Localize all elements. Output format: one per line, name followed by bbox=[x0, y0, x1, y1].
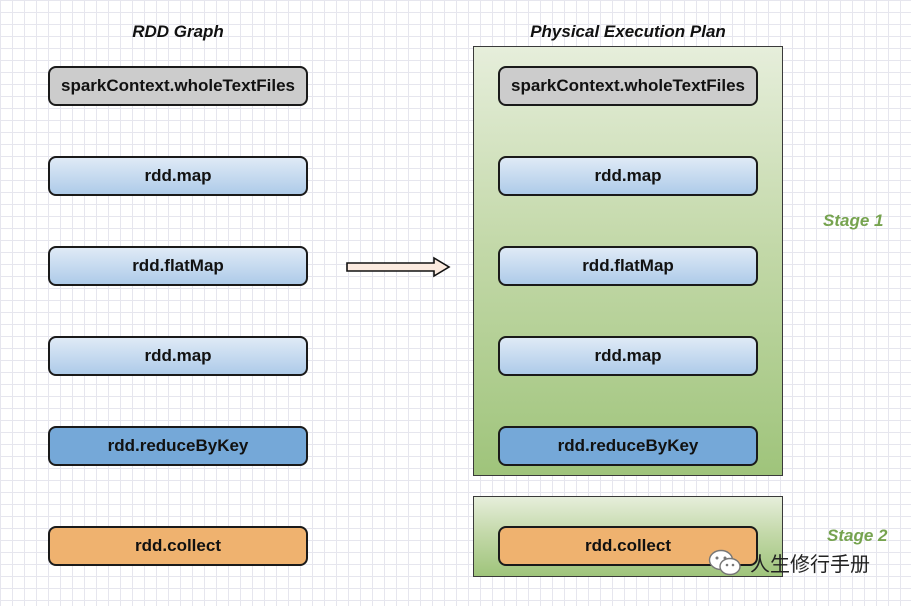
rdd-node-flatmap: rdd.flatMap bbox=[48, 246, 308, 286]
plan-node-map: rdd.map bbox=[498, 156, 758, 196]
rdd-node-map-2: rdd.map bbox=[48, 336, 308, 376]
plan-node-whole-text-files: sparkContext.wholeTextFiles bbox=[498, 66, 758, 106]
plan-node-map-2: rdd.map bbox=[498, 336, 758, 376]
wechat-icon bbox=[708, 549, 741, 575]
transform-arrow-icon bbox=[346, 256, 451, 278]
stage-1-label: Stage 1 bbox=[823, 211, 884, 230]
rdd-graph-heading: RDD Graph bbox=[132, 22, 224, 41]
watermark: 人生修行手册 bbox=[708, 548, 870, 577]
rdd-node-map: rdd.map bbox=[48, 156, 308, 196]
rdd-node-whole-text-files: sparkContext.wholeTextFiles bbox=[48, 66, 308, 106]
watermark-text: 人生修行手册 bbox=[750, 554, 870, 576]
stage-2-label: Stage 2 bbox=[827, 526, 888, 545]
plan-node-reduce-by-key: rdd.reduceByKey bbox=[498, 426, 758, 466]
rdd-node-reduce-by-key: rdd.reduceByKey bbox=[48, 426, 308, 466]
rdd-node-collect: rdd.collect bbox=[48, 526, 308, 566]
plan-node-flatmap: rdd.flatMap bbox=[498, 246, 758, 286]
plan-node-collect: rdd.collect bbox=[498, 526, 758, 566]
physical-plan-heading: Physical Execution Plan bbox=[530, 22, 726, 41]
